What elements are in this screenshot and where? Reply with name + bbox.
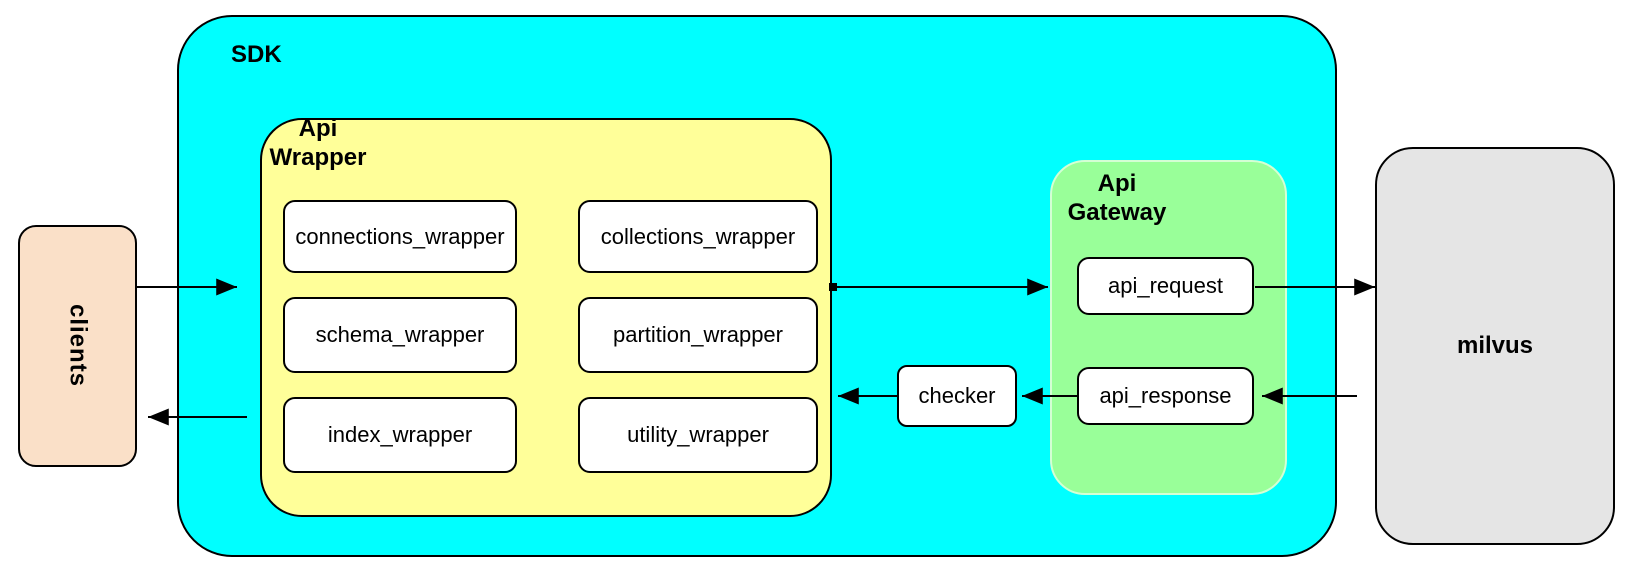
index-wrapper-node: index_wrapper xyxy=(283,397,517,473)
collections-wrapper-node: collections_wrapper xyxy=(578,200,818,273)
index-wrapper-label: index_wrapper xyxy=(327,422,473,447)
clients-node: clients xyxy=(18,225,137,467)
checker-label: checker xyxy=(918,383,996,408)
clients-label: clients xyxy=(64,304,92,388)
utility-wrapper-node: utility_wrapper xyxy=(578,397,818,473)
milvus-node: milvus xyxy=(1375,147,1615,545)
api-response-label: api_response xyxy=(1099,383,1232,408)
checker-node: checker xyxy=(897,365,1017,427)
api-wrapper-label: Api Wrapper xyxy=(269,115,367,171)
api-response-node: api_response xyxy=(1077,367,1254,425)
api-gateway-container xyxy=(1050,160,1287,495)
connections-wrapper-node: connections_wrapper xyxy=(283,200,517,273)
api-gateway-label: Api Gateway xyxy=(1067,170,1167,226)
partition-wrapper-node: partition_wrapper xyxy=(578,297,818,373)
milvus-label: milvus xyxy=(1456,332,1534,359)
schema-wrapper-node: schema_wrapper xyxy=(283,297,517,373)
partition-wrapper-label: partition_wrapper xyxy=(613,322,783,347)
sdk-label: SDK xyxy=(231,41,282,68)
collections-wrapper-label: collections_wrapper xyxy=(600,223,796,249)
api-request-label: api_request xyxy=(1108,273,1223,298)
connections-wrapper-label: connections_wrapper xyxy=(295,223,505,249)
schema-wrapper-label: schema_wrapper xyxy=(315,322,485,347)
api-request-node: api_request xyxy=(1077,257,1254,315)
utility-wrapper-label: utility_wrapper xyxy=(627,422,769,447)
